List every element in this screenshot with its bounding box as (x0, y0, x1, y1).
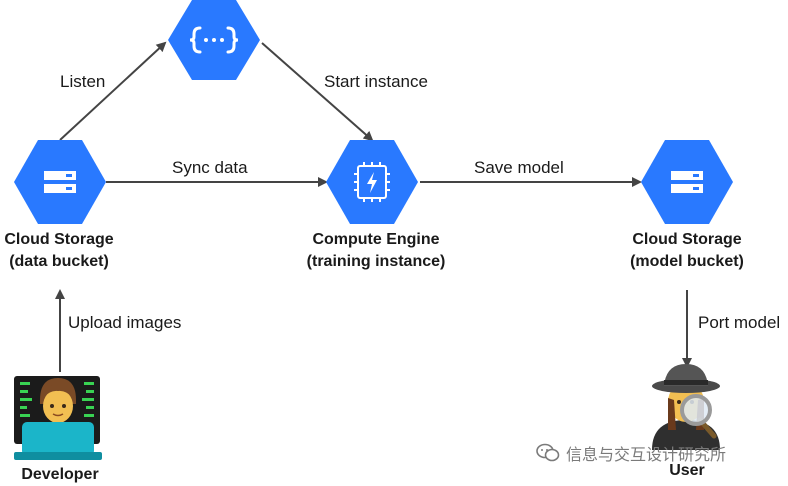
node-title: Cloud Storage (632, 231, 742, 248)
edge-label-start-instance: Start instance (324, 72, 428, 91)
function-braces-icon (189, 26, 239, 54)
storage-icon (671, 171, 703, 193)
node-subtitle: (training instance) (306, 253, 446, 270)
cloud-storage-data-node (14, 140, 106, 224)
edge-label-upload-images: Upload images (68, 313, 182, 332)
node-label-compute: Compute Engine (training instance) (296, 229, 456, 273)
edge-label-sync-data: Sync data (172, 158, 248, 177)
edge-label-listen: Listen (60, 72, 106, 91)
node-label-developer: Developer (21, 466, 99, 483)
storage-icon (44, 171, 76, 193)
chip-icon (354, 162, 390, 202)
node-subtitle: (data bucket) (9, 253, 109, 270)
node-title: Compute Engine (312, 231, 440, 248)
node-label-user: User (669, 462, 705, 479)
watermark-text: 信息与交互设计研究所 (566, 447, 727, 464)
compute-engine-node (326, 140, 418, 224)
cloud-functions-node (168, 0, 260, 80)
cloud-storage-model-node (641, 140, 733, 224)
edge-start-instance (261, 42, 374, 142)
edge-listen (59, 41, 167, 141)
edge-label-save-model: Save model (474, 158, 564, 177)
node-label-storage-data: Cloud Storage (data bucket) (0, 229, 120, 273)
detective-emoji-icon (652, 364, 720, 450)
wechat-icon (536, 443, 560, 462)
developer-emoji-icon (14, 376, 102, 460)
node-label-storage-model: Cloud Storage (model bucket) (620, 229, 754, 273)
watermark: 信息与交互设计研究所 (536, 441, 726, 465)
node-title: Cloud Storage (4, 231, 114, 248)
edge-label-port-model: Port model (698, 313, 781, 332)
node-subtitle: (model bucket) (630, 253, 744, 270)
